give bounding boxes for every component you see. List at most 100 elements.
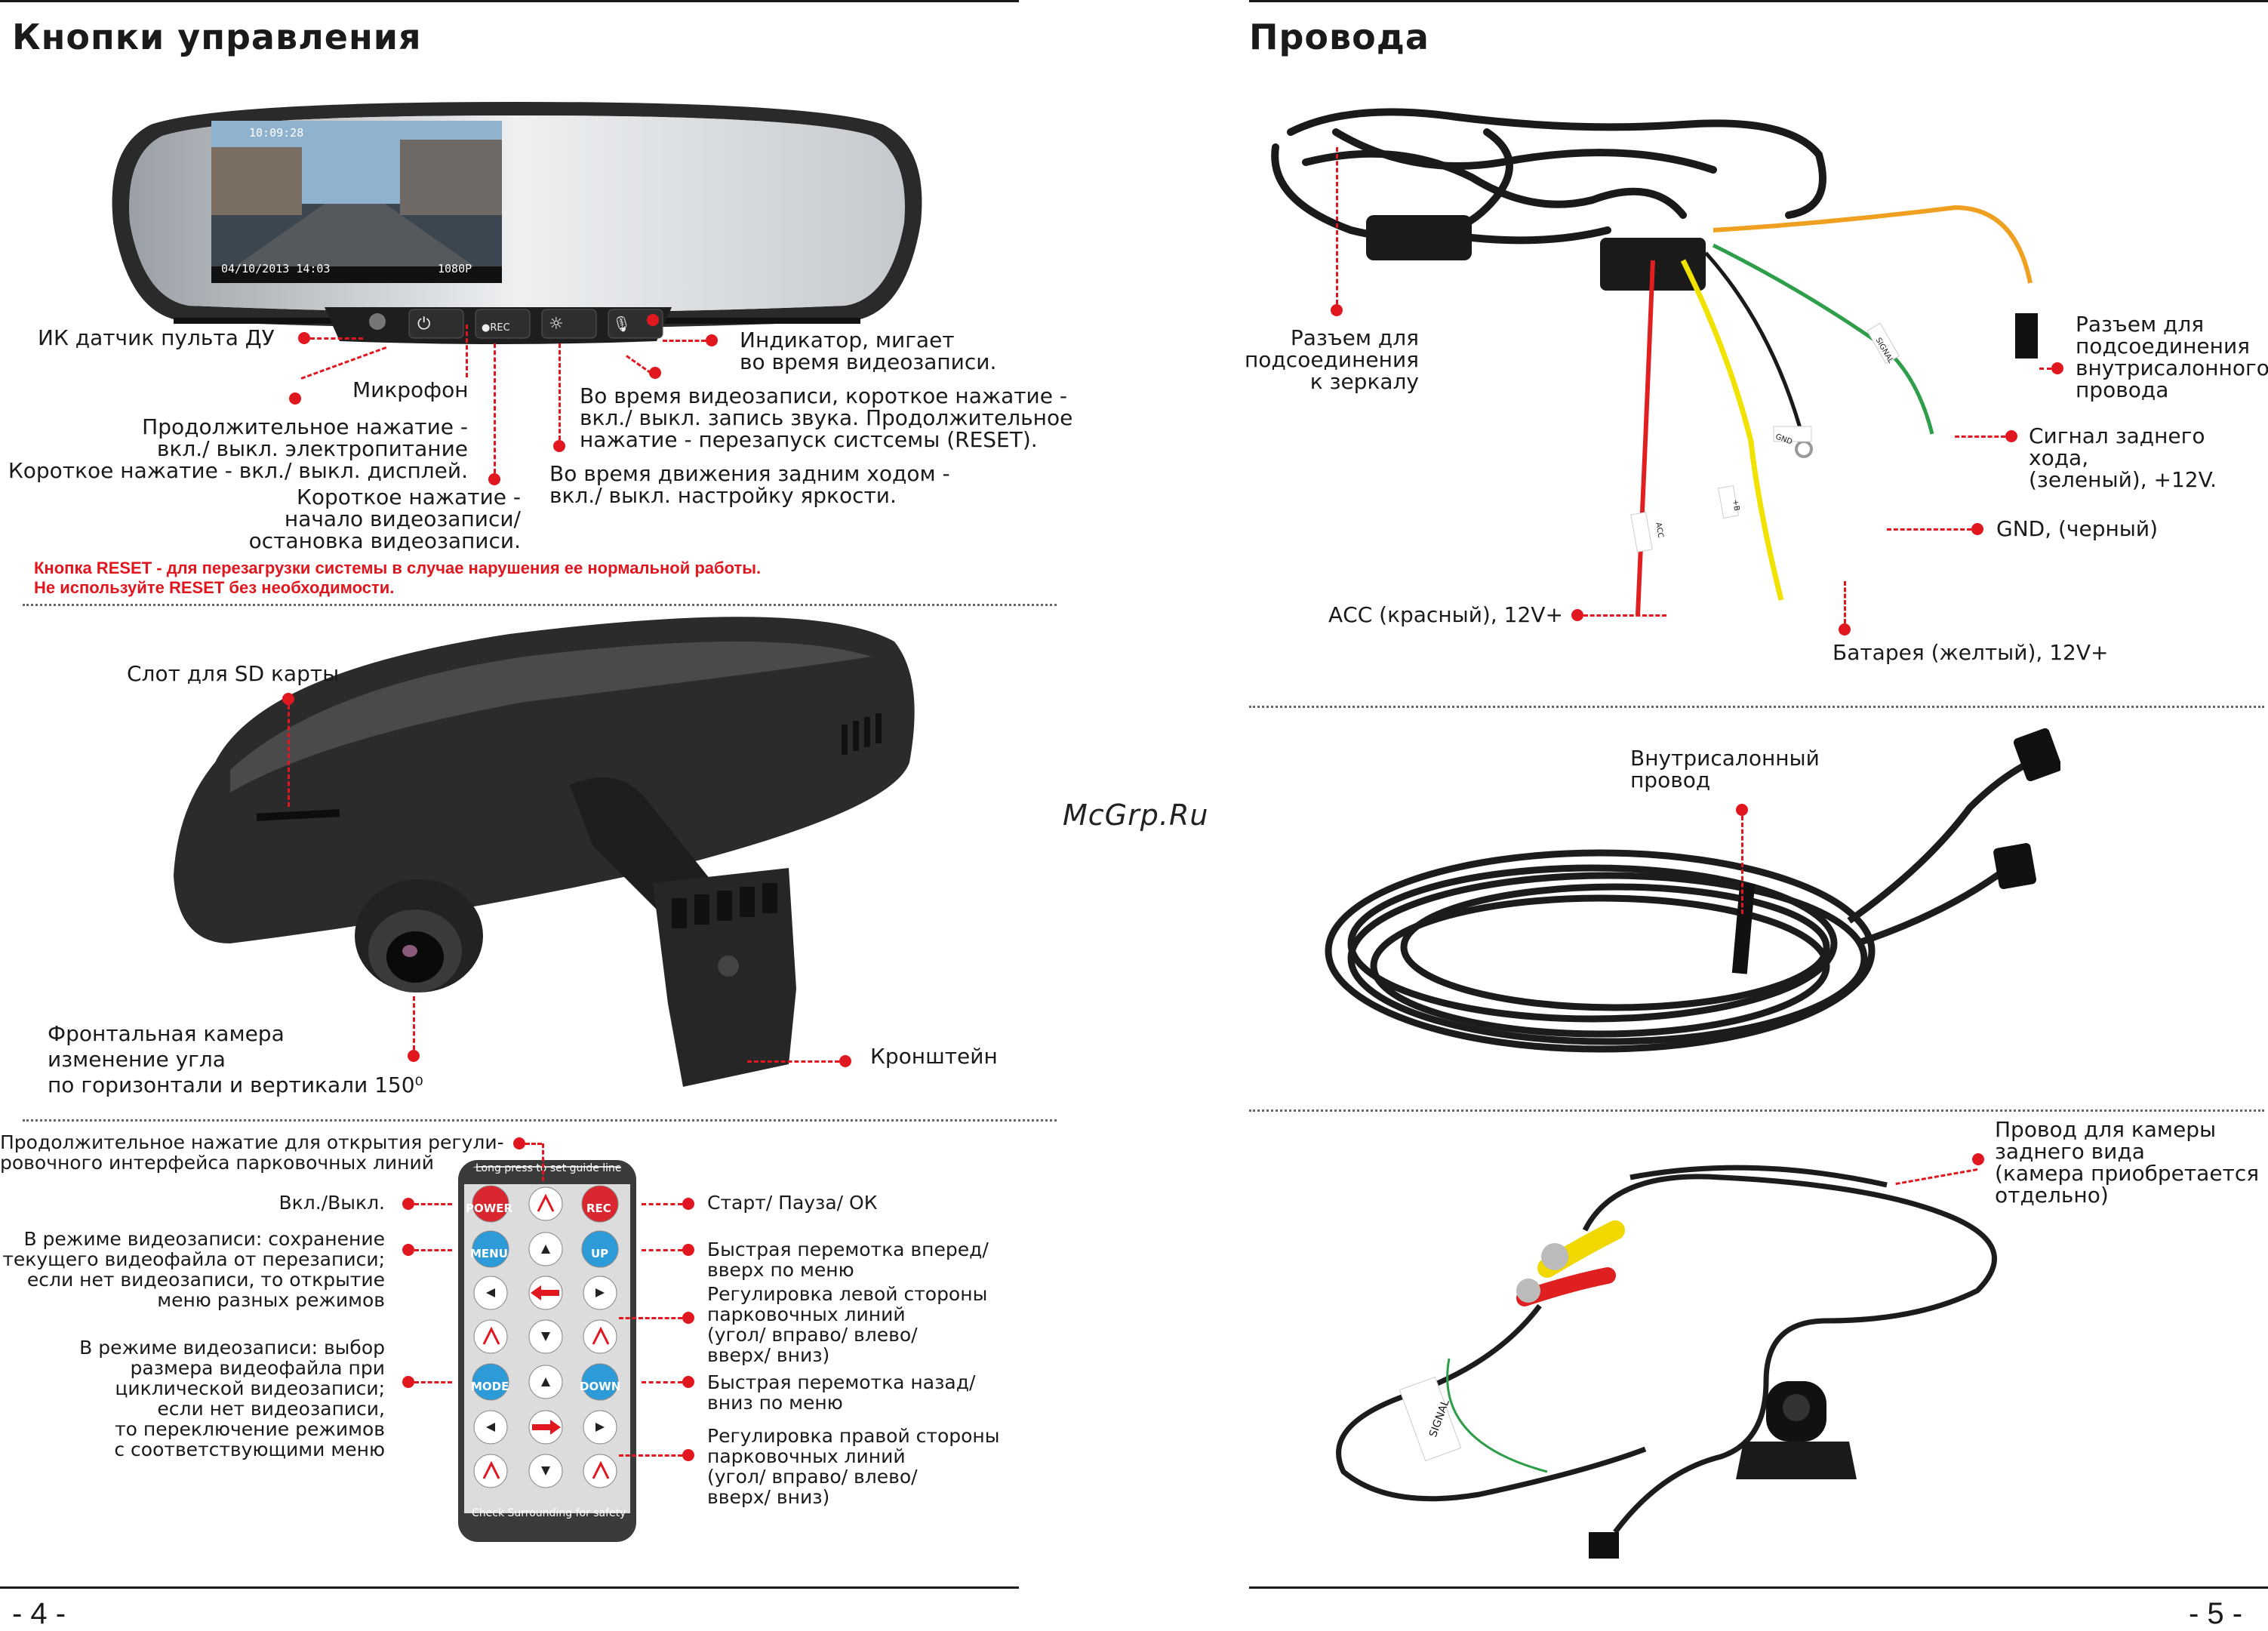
- callout-dot: [649, 367, 661, 379]
- mirror-back-image: [174, 617, 915, 1087]
- callout-dot: [2051, 362, 2063, 374]
- power-harness-image: [1271, 108, 2038, 616]
- label-gnd: GND, (черный): [1996, 516, 2159, 541]
- callout-leader: [414, 1381, 452, 1383]
- remote-menu-button[interactable]: MENU: [470, 1247, 508, 1260]
- bottom-rule: [0, 1586, 1019, 1589]
- callout-leader: [1887, 528, 1971, 531]
- top-rule: [0, 0, 1019, 2]
- callout-leader: [747, 1060, 839, 1063]
- callout-leader: [466, 325, 468, 377]
- label-rear-camera-wire: Провод для камеры заднего вида (камера п…: [1995, 1117, 2260, 1208]
- remote-bottom-text: Check Surrounding for safety: [472, 1507, 626, 1519]
- label-right-lines: Регулировка правой стороны парковочных л…: [707, 1425, 1000, 1508]
- label-left-lines: Регулировка левой стороны парковочных ли…: [707, 1283, 988, 1366]
- callout-leader: [1955, 435, 2005, 438]
- remote-power-button[interactable]: POWER: [466, 1202, 513, 1215]
- label-remote-rec: Старт/ Пауза/ ОК: [707, 1192, 878, 1214]
- page-number-left: - 4 -: [12, 1597, 66, 1630]
- label-bracket: Кронштейн: [870, 1044, 998, 1069]
- callout-leader: [542, 1143, 544, 1181]
- callout-dot: [402, 1244, 414, 1256]
- label-front-camera: Фронтальная камера изменение угла по гор…: [48, 1021, 423, 1097]
- power-icon[interactable]: ⏻: [417, 315, 431, 334]
- label-inner-wire: Внутрисалонный провод: [1630, 746, 1820, 792]
- screen-time: 10:09:28: [249, 126, 304, 140]
- callout-dot: [1736, 804, 1748, 816]
- label-reverse-signal: Сигнал заднего хода, (зеленый), +12V.: [2029, 423, 2217, 492]
- callout-leader: [1336, 147, 1338, 304]
- callout-leader: [1583, 614, 1666, 617]
- callout-leader: [413, 996, 415, 1050]
- remote-rec-button[interactable]: REC: [586, 1202, 611, 1215]
- callout-leader: [2039, 368, 2051, 370]
- callout-leader: [414, 1249, 452, 1251]
- callout-leader: [300, 346, 387, 380]
- callout-dot: [513, 1137, 525, 1149]
- mirror-button-bar: [325, 307, 672, 344]
- callout-leader: [642, 1249, 682, 1251]
- callout-leader: [1844, 581, 1846, 623]
- label-mic-button: Во время видеозаписи, короткое нажатие -…: [580, 383, 1073, 452]
- callout-dot: [289, 392, 301, 405]
- callout-leader: [288, 705, 290, 807]
- callout-dot: [682, 1244, 694, 1256]
- right-page: Провода ACC +B GND SIGNAL Разъем для под…: [1230, 0, 2268, 1630]
- rec-button[interactable]: ●REC: [482, 322, 510, 334]
- callout-leader: [525, 1143, 542, 1145]
- separator: [1249, 1109, 2264, 1112]
- callout-leader: [642, 1381, 682, 1383]
- callout-leader: [663, 340, 706, 342]
- remote-mode-button[interactable]: MODE: [471, 1380, 509, 1393]
- label-remote-power: Вкл./Выкл.: [278, 1192, 385, 1214]
- callout-leader: [414, 1203, 452, 1205]
- remote-down-button[interactable]: DOWN: [580, 1380, 621, 1393]
- label-sd-slot: Слот для SD карты: [127, 661, 340, 686]
- remote-keypad: [472, 1185, 619, 1488]
- screen-date: 04/10/2013 14:03: [221, 262, 331, 275]
- callout-leader: [1741, 816, 1743, 914]
- callout-leader: [310, 337, 363, 340]
- label-remote-mode: В режиме видеозаписи: выбор размера виде…: [79, 1337, 385, 1460]
- callout-dot: [682, 1198, 694, 1210]
- callout-dot: [282, 693, 294, 705]
- page-number-right: - 5 -: [2189, 1597, 2243, 1630]
- callout-leader: [619, 1454, 682, 1457]
- callout-dot: [408, 1050, 420, 1062]
- label-remote-menu: В режиме видеозаписи: сохранение текущег…: [2, 1228, 385, 1311]
- callout-dot: [402, 1376, 414, 1388]
- label-inner-connector: Разъем для подсоединения внутрисалонного…: [2076, 312, 2268, 402]
- separator: [1249, 706, 2264, 708]
- top-rule: [1249, 0, 2268, 2]
- callout-dot: [839, 1055, 851, 1067]
- separator: [23, 1119, 1057, 1122]
- callout-dot: [488, 473, 500, 485]
- remote-top-text: Long press to set guide line: [475, 1162, 622, 1174]
- inner-cable-image: [1325, 728, 2060, 1053]
- callout-dot: [682, 1449, 694, 1461]
- brightness-icon[interactable]: ☼: [549, 315, 564, 334]
- label-microphone: Микрофон: [352, 377, 469, 402]
- label-brightness-button: Во время движения задним ходом - вкл./ в…: [549, 461, 950, 508]
- callout-leader: [494, 343, 496, 473]
- bottom-rule: [1249, 1586, 2268, 1589]
- label-indicator: Индикатор, мигает во время видеозаписи.: [740, 328, 997, 374]
- callout-dot: [682, 1312, 694, 1324]
- remote-up-button[interactable]: UP: [591, 1247, 609, 1260]
- page-title-wires: Провода: [1249, 17, 1429, 57]
- callout-dot: [2005, 430, 2017, 442]
- mic-icon[interactable]: 🎙: [612, 315, 632, 333]
- callout-leader: [642, 1203, 682, 1205]
- label-remote-down: Быстрая перемотка назад/ вниз по меню: [707, 1371, 976, 1414]
- rear-camera-cable-image: [1336, 1165, 1997, 1559]
- callout-dot: [553, 440, 565, 452]
- label-power-button: Продолжительное нажатие - вкл./ выкл. эл…: [8, 414, 468, 483]
- callout-dot: [1839, 623, 1851, 635]
- mirror-front-image: [112, 102, 922, 328]
- watermark-logo: McGrp.Ru: [1063, 799, 1209, 832]
- reset-warning: Кнопка RESET - для перезагрузки системы …: [34, 559, 762, 597]
- callout-dot: [682, 1376, 694, 1388]
- callout-dot: [706, 334, 718, 346]
- label-guide-line: Продолжительное нажатие для открытия рег…: [0, 1131, 504, 1174]
- callout-dot: [402, 1198, 414, 1210]
